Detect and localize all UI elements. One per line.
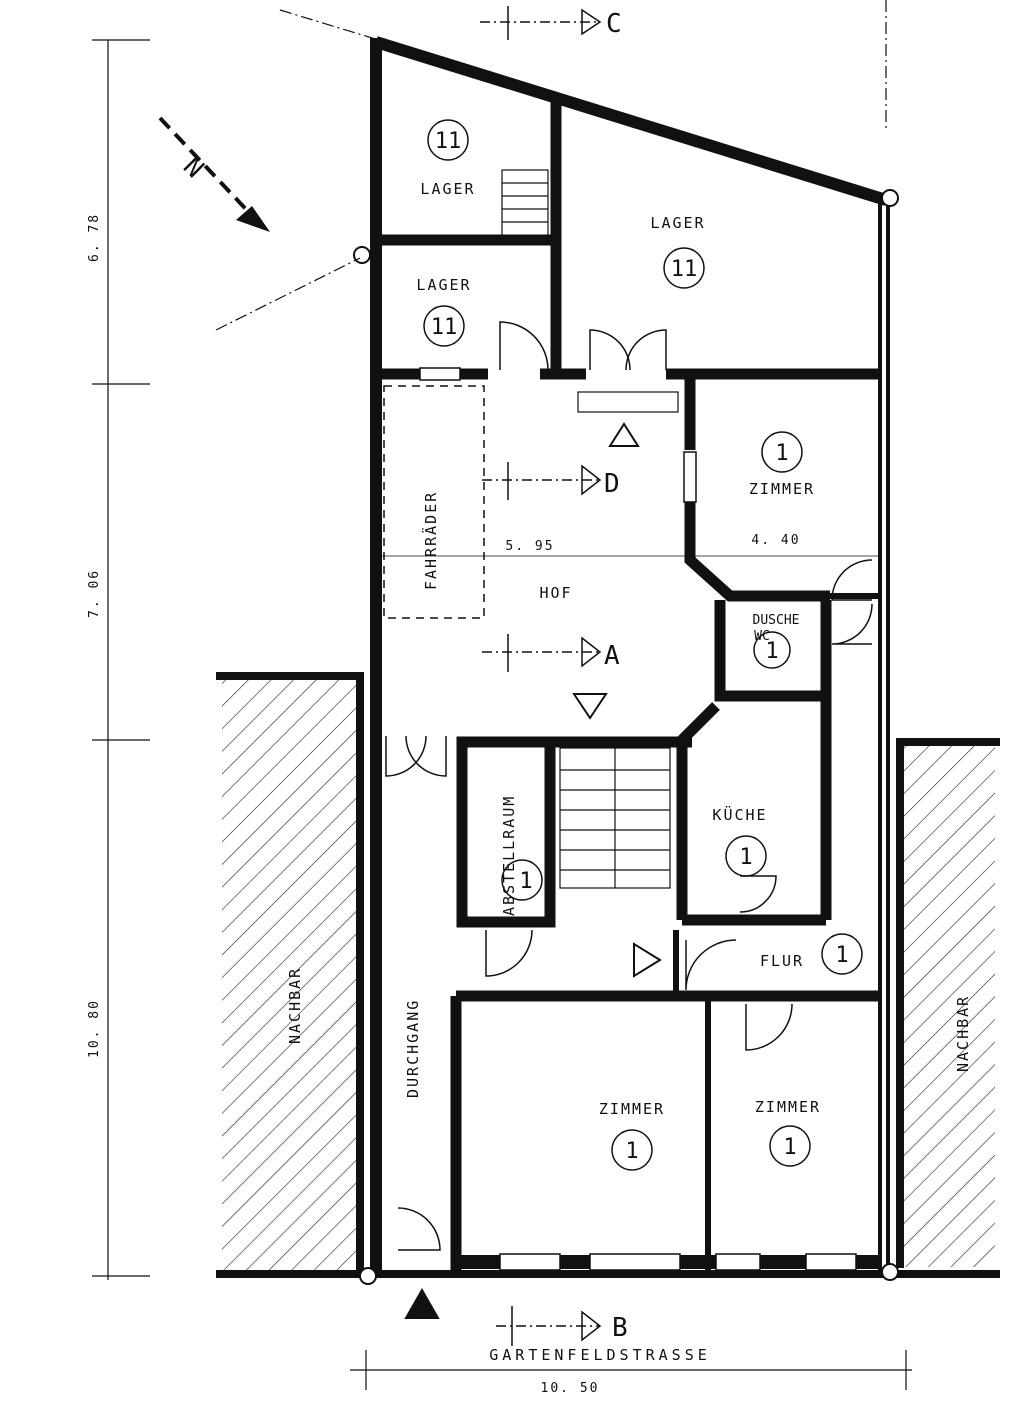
kueche-num: 1 xyxy=(739,845,752,870)
flur-label: FLUR xyxy=(760,952,804,970)
fahrraeder-label: FAHRRÄDER xyxy=(421,491,440,590)
section-b-label: B xyxy=(612,1313,628,1343)
zimmer-bottom-right-label: ZIMMER xyxy=(755,1098,821,1116)
interior-walls xyxy=(376,100,880,1272)
durchgang-label: DURCHGANG xyxy=(404,999,422,1098)
room-number-circle xyxy=(423,305,465,347)
doors xyxy=(385,321,873,1251)
neighbour-right xyxy=(896,738,1000,1268)
section-markers xyxy=(480,6,602,1346)
abstellraum-num: 1 xyxy=(519,869,532,894)
windows xyxy=(419,367,857,1271)
abstellraum-label: ABSTELLRAUM xyxy=(500,795,518,916)
north-arrow-icon xyxy=(158,116,270,232)
room-number-circle xyxy=(663,247,705,289)
room-number-circle xyxy=(753,631,791,669)
nachbar-left-label: NACHBAR xyxy=(286,967,304,1044)
room-number-circle xyxy=(761,431,803,473)
nachbar-right-label: NACHBAR xyxy=(954,995,972,1072)
lager-mid-left-label: LAGER xyxy=(416,276,471,294)
dim-seg-3: 10. 80 xyxy=(87,999,102,1058)
zimmer-upper-right-label: ZIMMER xyxy=(749,480,815,498)
dim-width-zimmer: 4. 40 xyxy=(751,533,800,548)
dim-seg-2: 7. 06 xyxy=(87,569,102,618)
dim-width-hof: 5. 95 xyxy=(505,539,554,554)
dim-seg-1: 6. 78 xyxy=(87,213,102,262)
lager-top-left-label: LAGER xyxy=(420,180,475,198)
lager-top-right-label: LAGER xyxy=(650,214,705,232)
section-c-label: C xyxy=(606,9,622,39)
lager-top-right-num: 11 xyxy=(671,257,698,282)
neighbour-left xyxy=(216,672,364,1276)
section-labels: C D A B xyxy=(604,9,628,1343)
section-d-label: D xyxy=(604,469,620,499)
corner-markers xyxy=(353,189,899,1285)
dimension-lines xyxy=(92,0,912,1390)
section-a-label: A xyxy=(604,641,620,671)
stairs xyxy=(501,169,679,889)
street-label: GARTENFELDSTRASSE xyxy=(489,1346,711,1364)
dusche-label: DUSCHE xyxy=(753,613,800,628)
room-number-circle xyxy=(821,933,863,975)
bike-storage-outline xyxy=(383,385,485,619)
zimmer-bottom-right-num: 1 xyxy=(783,1135,796,1160)
room-number-circle xyxy=(501,859,543,901)
flur-num: 1 xyxy=(835,943,848,968)
lager-top-left-num: 11 xyxy=(435,129,462,154)
room-number-circle xyxy=(725,835,767,877)
zimmer-upper-right-num: 1 xyxy=(775,441,788,466)
entrance-markers xyxy=(404,422,662,1319)
main-entrance-marker xyxy=(404,1287,440,1319)
room-number-circle xyxy=(769,1125,811,1167)
zimmer-bottom-left-label: ZIMMER xyxy=(599,1100,665,1118)
lager-mid-left-num: 11 xyxy=(431,315,458,340)
dusche-wc-num: 1 xyxy=(765,639,778,664)
dim-total-width: 10. 50 xyxy=(541,1381,600,1396)
room-number-circle xyxy=(427,119,469,161)
hof-label: HOF xyxy=(539,584,572,602)
kueche-label: KÜCHE xyxy=(712,805,767,824)
room-number-circle xyxy=(611,1129,653,1171)
zimmer-bottom-left-num: 1 xyxy=(625,1139,638,1164)
